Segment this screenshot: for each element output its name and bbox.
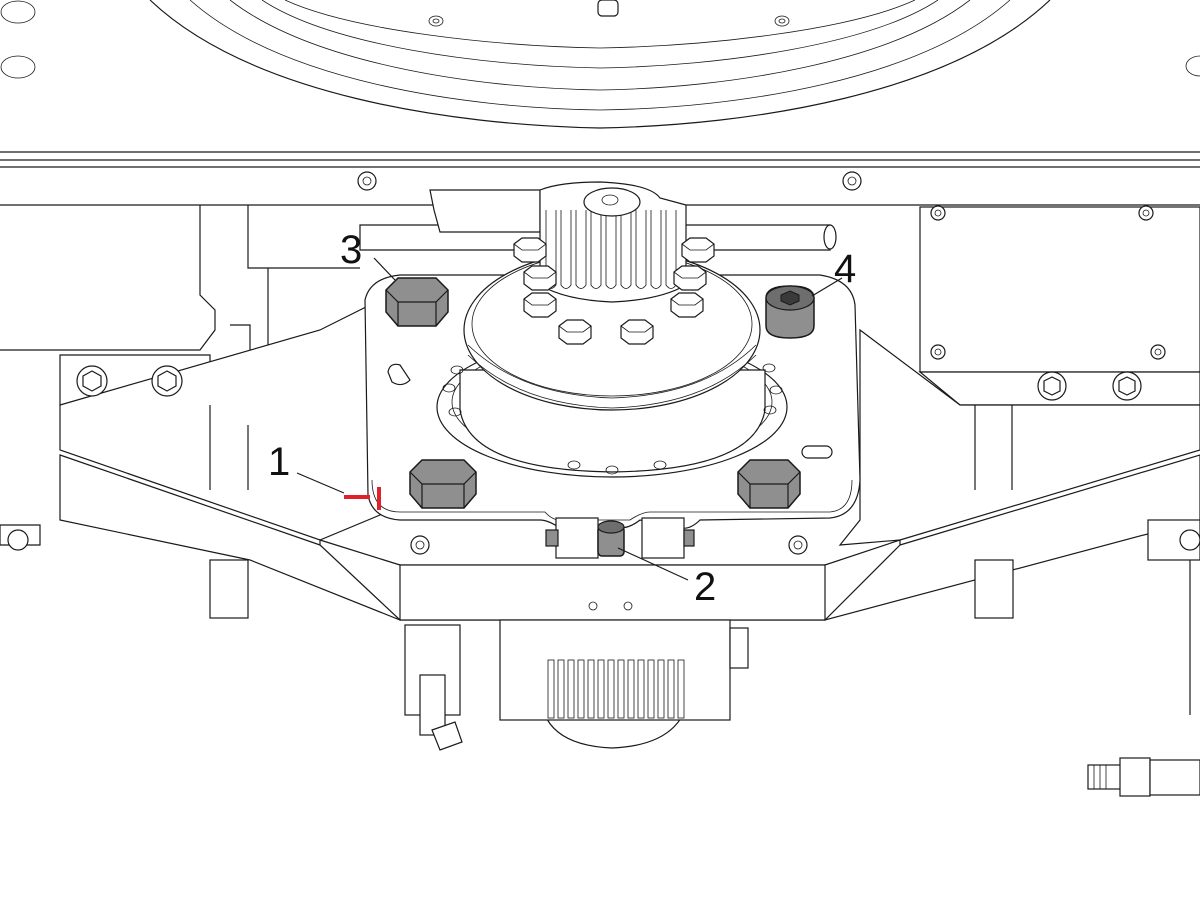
motor-fin <box>607 659 615 719</box>
hex-bolt-bottom-left <box>409 459 477 509</box>
motor-fin <box>547 659 555 719</box>
callout-2: 2 <box>694 565 716 609</box>
collar-hex-bolt <box>670 292 704 318</box>
collar-bolts <box>513 237 715 345</box>
side-holes <box>0 0 1200 79</box>
right-frame <box>824 205 1200 715</box>
motor-fin <box>677 659 685 719</box>
motor-fin <box>667 659 675 719</box>
motor-fin <box>617 659 625 719</box>
motor-fin <box>577 659 585 719</box>
collar-hex-bolt <box>558 319 592 345</box>
socket-head-cap-screw <box>765 285 815 339</box>
lower-block <box>319 517 901 621</box>
leader-lines <box>296 257 843 581</box>
red-marker-edge <box>344 487 381 510</box>
rotary-table <box>149 0 1051 129</box>
gear-tooth <box>635 210 647 289</box>
motor-fin <box>657 659 665 719</box>
collar-hex-bolt <box>523 265 557 291</box>
motor-fin <box>637 659 645 719</box>
air-fitting <box>1087 757 1200 797</box>
bolt-circle-holes <box>442 363 783 475</box>
gear-tooth <box>620 210 632 289</box>
gear-tooth <box>590 210 602 289</box>
drive-motor <box>404 619 749 751</box>
motor-fin <box>647 659 655 719</box>
collar-hex-bolt <box>513 237 547 263</box>
gear-tooth <box>560 210 572 289</box>
motor-fin <box>567 659 575 719</box>
callout-4: 4 <box>834 247 856 291</box>
left-frame <box>0 205 401 621</box>
cooling-fins <box>547 659 685 719</box>
callout-1: 1 <box>268 440 290 484</box>
hex-bolt-bottom-right <box>737 459 801 509</box>
gear-tooth <box>575 210 587 289</box>
gear-teeth <box>545 210 677 289</box>
pinion-gear <box>539 181 687 303</box>
collar-hex-bolt <box>673 265 707 291</box>
motor-fin <box>597 659 605 719</box>
gear-tooth <box>605 210 617 289</box>
collar-hex-bolt <box>681 237 715 263</box>
hex-bolt <box>385 277 801 509</box>
collar-hex-bolt <box>523 292 557 318</box>
motor-fin <box>627 659 635 719</box>
locating-pin <box>597 520 625 557</box>
hex-bolt-top-left <box>385 277 449 327</box>
gear-tooth <box>650 210 662 289</box>
motor-fin <box>557 659 565 719</box>
callout-labels: 1 2 3 4 <box>268 228 856 609</box>
collar-hex-bolt <box>620 319 654 345</box>
callout-3: 3 <box>340 228 362 272</box>
motor-fin <box>587 659 595 719</box>
